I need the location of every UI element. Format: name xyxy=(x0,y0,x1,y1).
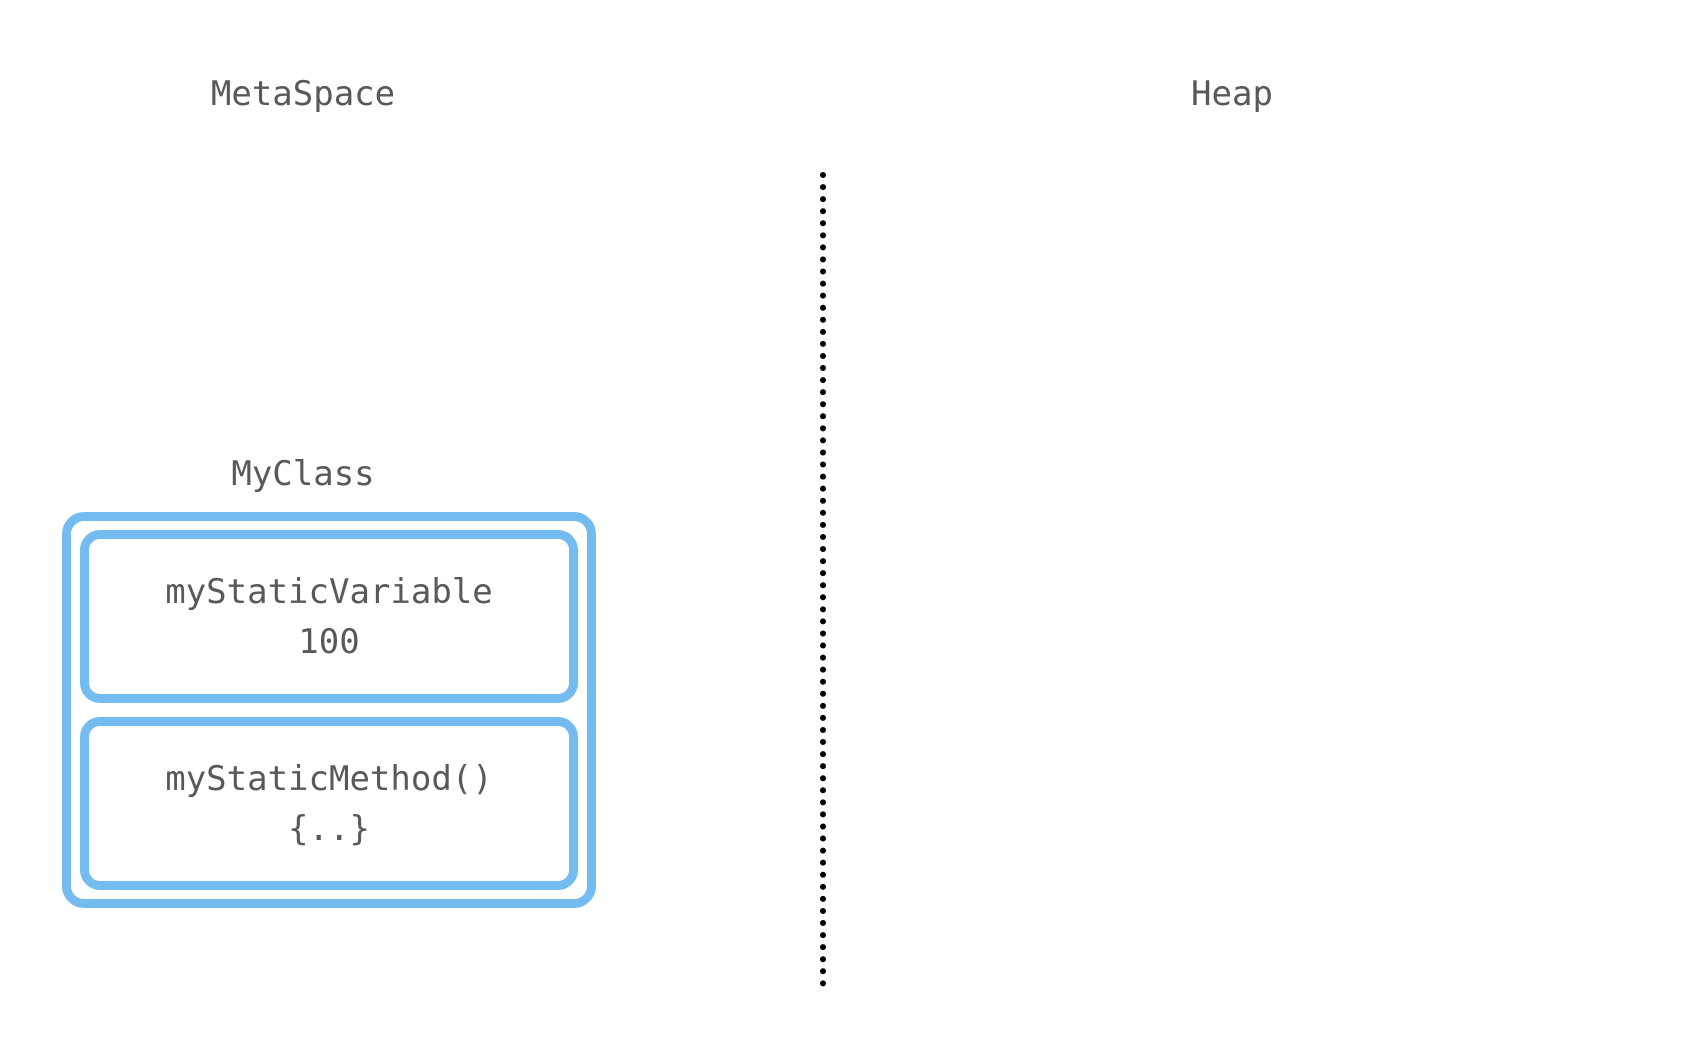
static-method-name: myStaticMethod() xyxy=(165,758,493,799)
static-method-box: myStaticMethod() {..} xyxy=(80,717,578,890)
heap-region-area xyxy=(830,172,1676,987)
static-variable-name: myStaticVariable xyxy=(165,571,493,612)
metaspace-region-title: MetaSpace xyxy=(210,74,396,114)
static-method-body: {..} xyxy=(288,808,370,849)
class-name-label: MyClass xyxy=(231,454,375,494)
static-variable-box: myStaticVariable 100 xyxy=(80,530,578,703)
metaspace-heap-divider xyxy=(820,172,826,987)
heap-region-title: Heap xyxy=(1191,74,1273,114)
class-container-box: myStaticVariable 100 myStaticMethod() {.… xyxy=(62,512,596,908)
static-variable-value: 100 xyxy=(298,621,360,662)
